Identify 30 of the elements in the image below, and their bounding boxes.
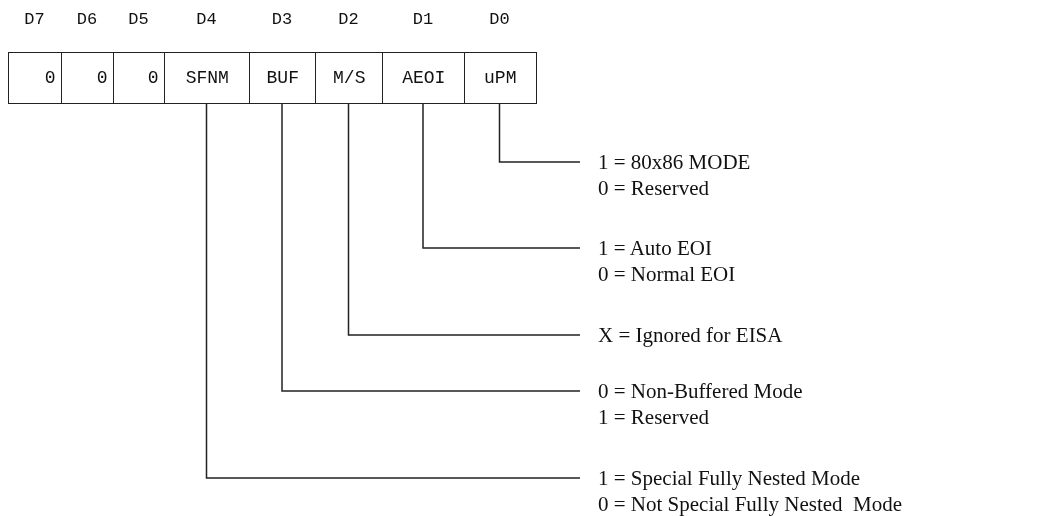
register-bit-cell: BUF [249, 52, 317, 104]
register-bit-cell: SFNM [164, 52, 251, 104]
bit-description: 1 = Special Fully Nested Mode [598, 465, 862, 491]
bit-label: D1 [411, 10, 435, 29]
bit-description: 0 = Normal EOI [598, 261, 736, 287]
register-bit-cell: 0 [8, 52, 63, 104]
bit-label: D3 [270, 10, 294, 29]
bit-label: D7 [23, 10, 46, 29]
bit-description: X = Ignored for EISA [598, 322, 783, 348]
register-bit-cell: 0 [113, 52, 166, 104]
bit-label: D5 [127, 10, 150, 29]
bit-description: 0 = Non-Buffered Mode [598, 378, 803, 404]
bit-label: D6 [75, 10, 99, 29]
leader-line [498, 103, 581, 163]
bit-description: 0 = Reserved [598, 175, 710, 201]
leader-line [205, 103, 581, 479]
bit-description: 1 = Auto EOI [598, 235, 713, 261]
bit-label: D4 [195, 10, 218, 29]
leader-line [281, 103, 581, 392]
register-bit-cell: 0 [61, 52, 115, 104]
bit-label: D2 [337, 10, 360, 29]
bit-label: D0 [488, 10, 511, 29]
register-bit-cell: AEOI [382, 52, 466, 104]
leader-line [422, 103, 581, 249]
bit-description: 1 = Reserved [598, 404, 710, 430]
bit-description: 1 = 80x86 MODE [598, 149, 751, 175]
register-bit-cell: uPM [464, 52, 537, 104]
leader-line [347, 103, 581, 336]
register-bit-cell: M/S [315, 52, 384, 104]
bit-description: 0 = Not Special Fully Nested Mode [598, 491, 903, 516]
